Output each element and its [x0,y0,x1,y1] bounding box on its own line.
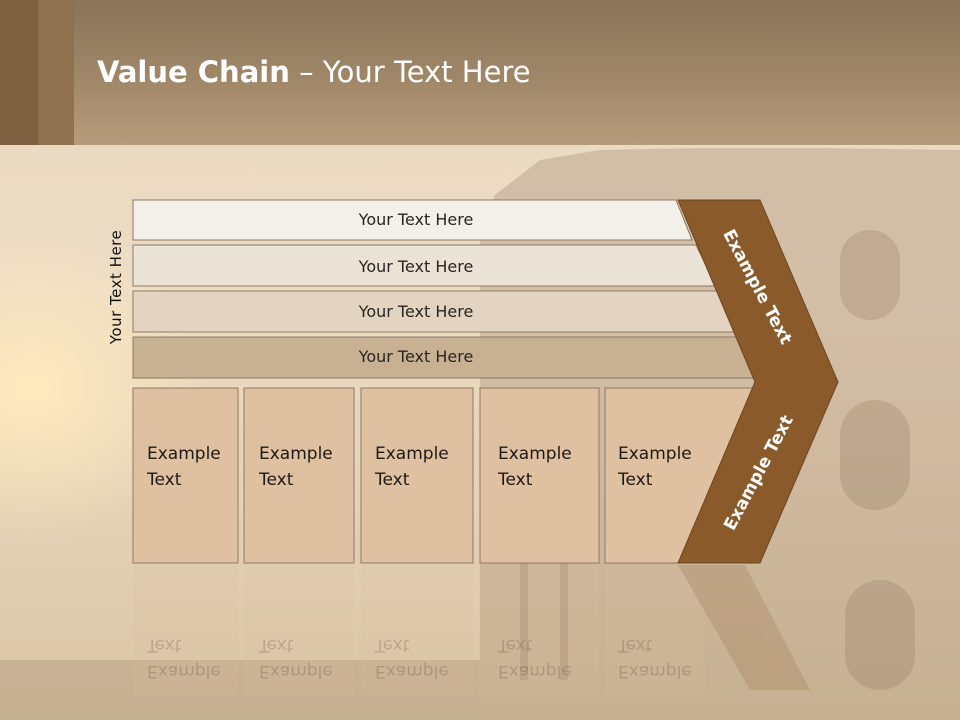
column-text-line1: Example [375,444,449,464]
column-text-4: Example Text [498,441,572,493]
column-text-line1: Example [147,444,221,464]
column-text-3: Example Text [375,441,449,493]
title-bold: Value Chain [97,55,290,89]
column-text-line2: Text [618,470,653,490]
column-text-reflection: Example Text [375,635,449,681]
row-label-3: Your Text Here [358,302,474,321]
title-rest: – Your Text Here [289,55,531,89]
row-label-4: Your Text Here [358,347,474,366]
column-text-reflection: Example Text [259,635,333,681]
column-text-2: Example Text [259,441,333,493]
column-text-line2: Text [147,470,182,490]
column-text-line1: Example [618,444,692,464]
column-text-reflection: Example Text [498,635,572,681]
header-stripe [38,0,74,145]
slide-title: Value Chain – Your Text Here [97,55,531,89]
column-box-4 [479,387,600,564]
column-text-line2: Text [259,470,294,490]
header-stripe [0,0,38,145]
column-text-line1: Example [259,444,333,464]
column-text-5: Example Text [618,441,692,493]
column-text-line2: Text [498,470,533,490]
column-text-line1: Example [498,444,572,464]
column-text-reflection: Example Text [618,635,692,681]
chevron-arrow [677,199,839,564]
column-text-reflection: Example Text [147,635,221,681]
row-bar-1 [132,199,693,241]
column-box-1 [132,387,239,564]
column-box-3 [360,387,474,564]
row-label-1: Your Text Here [358,210,474,229]
header-band: Value Chain – Your Text Here [0,0,960,145]
column-text-1: Example Text [147,441,221,493]
row-label-2: Your Text Here [358,257,474,276]
column-box-2 [243,387,355,564]
column-text-line2: Text [375,470,410,490]
diagram-reflection [133,565,810,695]
